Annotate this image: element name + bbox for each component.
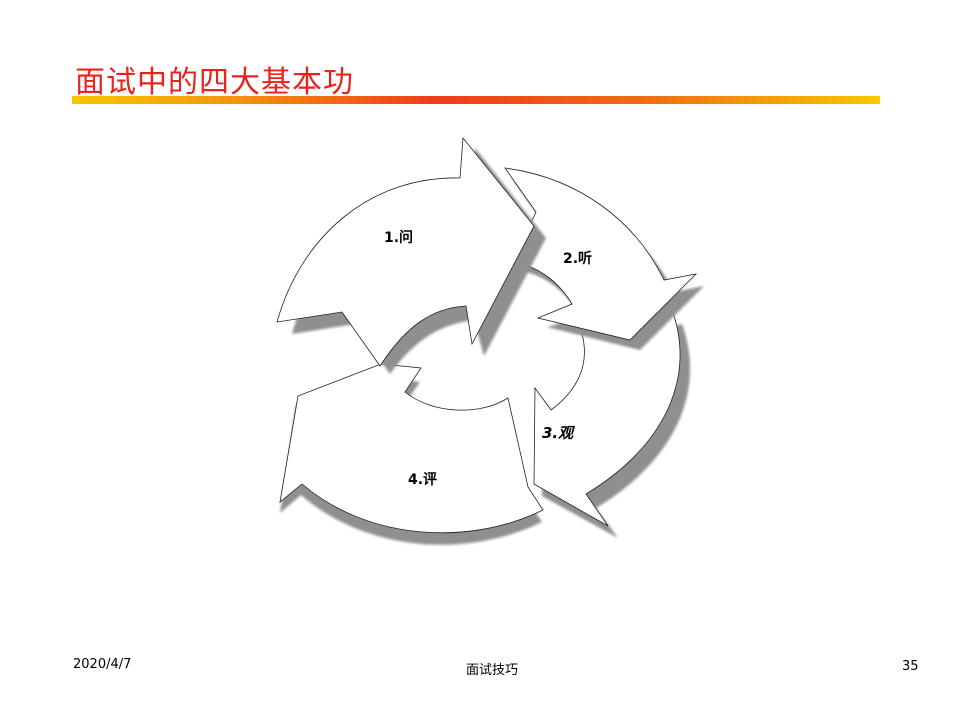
cycle-segment-3-shape: [533, 309, 681, 527]
cycle-label-3: 3.观: [542, 424, 575, 442]
cycle-segment-3: 3.观: [533, 309, 691, 538]
cycle-segment-2-shape: [504, 167, 698, 341]
cycle-label-2: 2.听: [563, 250, 592, 267]
cycle-segment-2: 2.听: [504, 167, 704, 350]
cycle-segment-1: 1.问: [276, 136, 546, 374]
slide-title: 面试中的四大基本功: [75, 65, 354, 100]
page-number: 35: [902, 659, 919, 674]
cycle-segment-4: [279, 363, 544, 545]
cycle-segment-4-shape: [279, 363, 544, 534]
title-underline-bar: [72, 96, 880, 104]
cycle-segment-1-shape: [276, 136, 535, 367]
cycle-label-1: 1.问: [384, 229, 413, 246]
footer-date: 2020/4/7: [73, 657, 132, 672]
cycle-label-4: 4.评: [408, 472, 437, 488]
footer-title: 面试技巧: [466, 663, 519, 678]
